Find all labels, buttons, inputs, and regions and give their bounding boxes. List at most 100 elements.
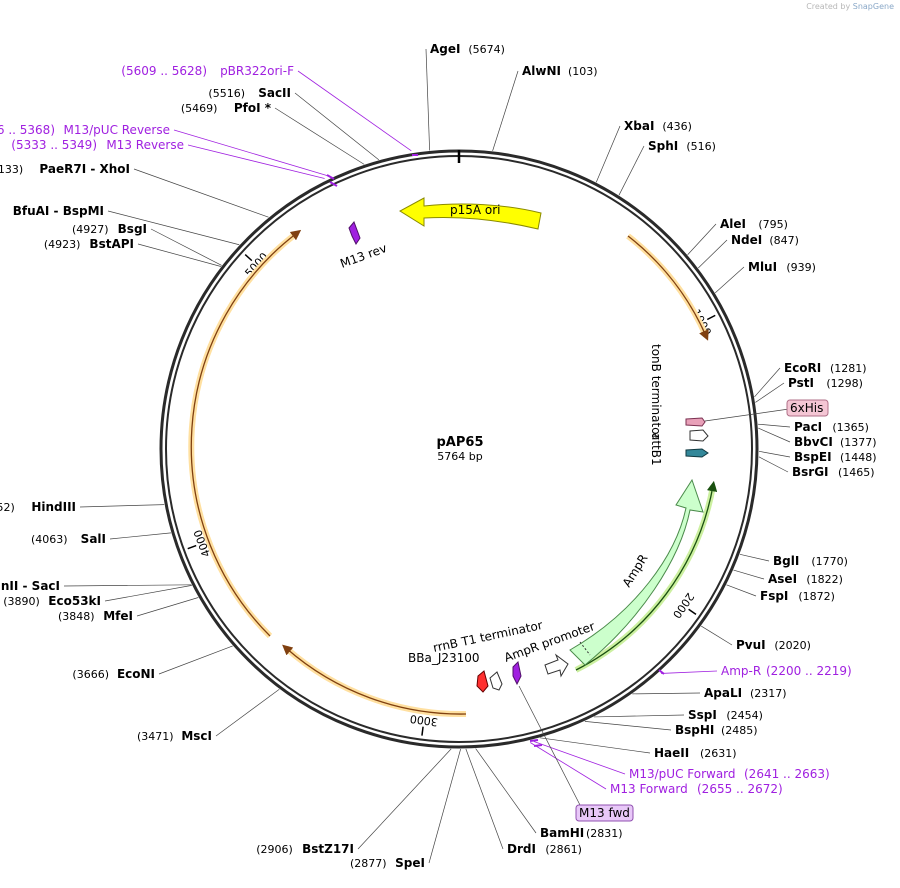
- 6xhis-label-box: [786, 399, 829, 417]
- primer-range: (2641 .. 2663): [744, 767, 830, 781]
- site-label: EcoRI(1281): [784, 361, 867, 375]
- site-label: DrdI (2861): [507, 842, 582, 856]
- leader-6: [714, 266, 745, 294]
- site-position: (1872): [798, 590, 835, 603]
- primer-mark-m13-puc-reverse: [326, 174, 335, 180]
- site-label: HaeII (2631): [654, 746, 737, 760]
- site-position: (436): [662, 120, 692, 133]
- site-label: FspI (1872): [760, 589, 835, 603]
- site-name: XbaI: [624, 119, 654, 133]
- site-name: PvuI: [736, 638, 766, 652]
- site-position: (3471): [137, 730, 174, 743]
- site-name: MfeI: [103, 609, 133, 623]
- primer-mark-m13-fwd: [533, 744, 543, 747]
- leader-2: [595, 125, 621, 183]
- site-position: (2020): [774, 639, 811, 652]
- site-labels: AgeI(5674)AlwNI(103)XbaI(436)SphI(516)Al…: [0, 42, 877, 870]
- primer-label: M13 Forward(2655 .. 2672): [610, 782, 783, 796]
- site-name: BglI: [773, 554, 799, 568]
- site-position: (1281): [830, 362, 867, 375]
- primer-name: M13/pUC Forward: [629, 767, 736, 781]
- site-position: (2861): [545, 843, 582, 856]
- primer-name: M13/pUC Reverse: [64, 123, 171, 137]
- leader-13: [739, 553, 770, 562]
- site-label: EcoNI(3666): [72, 667, 155, 681]
- site-name: BfuAI - BspMI: [13, 204, 104, 218]
- leader-9: [757, 423, 791, 428]
- site-name: BsgI: [118, 222, 147, 236]
- orf-arcs: [188, 229, 718, 718]
- site-name: SspI: [688, 708, 717, 722]
- site-position: (2831): [586, 827, 623, 840]
- feature-ampr-promoter: [544, 653, 569, 678]
- site-label: MscI (3471): [137, 729, 212, 743]
- primer-range: (2200 .. 2219): [766, 664, 852, 678]
- site-name: MluI: [748, 260, 777, 274]
- site-name: FspI: [760, 589, 788, 603]
- site-label: Eco53kI(3890): [3, 594, 101, 608]
- site-position: (516): [686, 140, 716, 153]
- feature-ampr-divider: [579, 641, 591, 656]
- site-position: (103): [568, 65, 598, 78]
- primer-label: M13/pUC Reverse(5346 .. 5368): [0, 123, 170, 137]
- site-position: (1377): [840, 436, 877, 449]
- leader-37: [294, 92, 380, 161]
- site-position: (795): [758, 218, 788, 231]
- feature-bba-label: BBa_J23100: [408, 651, 480, 665]
- site-name: HaeII: [654, 746, 689, 760]
- site-name: PfoI *: [234, 101, 272, 115]
- feature-rrnb-terminator: [489, 671, 503, 691]
- primer-label: Amp-R (2200 .. 2219): [721, 664, 852, 678]
- tick-label: 3000: [409, 712, 438, 728]
- feature-m13-fwd-marker: [512, 660, 522, 686]
- site-position: (2877): [350, 857, 387, 870]
- site-label: HindIII(4152): [0, 500, 76, 514]
- m13-fwd-leader: [518, 685, 581, 806]
- site-name: BanII - SacI: [0, 579, 60, 593]
- snapgene-logo-text: SnapGene: [852, 2, 894, 11]
- snapgene-credit: Created by SnapGene: [806, 2, 894, 11]
- primer-mark-m13-puc-fwd: [529, 739, 539, 742]
- feature-tonb-terminator: [689, 429, 709, 442]
- site-label: BamHI(2831): [540, 826, 623, 840]
- site-name: DrdI: [507, 842, 536, 856]
- site-label: PvuI (2020): [736, 638, 811, 652]
- site-label: BspEI(1448): [794, 450, 877, 464]
- site-label: AgeI(5674): [430, 42, 505, 56]
- primer-range: (5333 .. 5349): [11, 138, 97, 152]
- site-position: (5516): [208, 87, 245, 100]
- site-label: BspHI(2485): [675, 723, 758, 737]
- leader-29: [63, 584, 192, 587]
- site-position: (2906): [256, 843, 293, 856]
- primer-name: Amp-R: [721, 664, 761, 678]
- plasmid-name: pAP65: [437, 435, 484, 450]
- site-label: SalI(4063): [31, 532, 106, 546]
- m13-fwd-label: M13 fwd: [579, 806, 630, 820]
- leader-19: [584, 720, 672, 731]
- leader-26: [158, 645, 233, 675]
- site-label: BsrGI(1465): [792, 465, 875, 479]
- site-label: BsgI (4927): [72, 222, 147, 236]
- primer-label: M13 Reverse (5333 .. 5349): [11, 138, 184, 152]
- site-label: AseI(1822): [768, 572, 843, 586]
- leader-32: [137, 243, 222, 267]
- leader-1: [492, 70, 519, 151]
- site-label: PfoI *(5469): [181, 101, 272, 115]
- site-name: SalI: [81, 532, 106, 546]
- site-label: BbvCI(1377): [794, 435, 877, 449]
- site-label: SphI (516): [648, 139, 716, 153]
- site-name: SphI: [648, 139, 678, 153]
- site-position: (2631): [700, 747, 737, 760]
- site-position: (1365): [832, 421, 869, 434]
- site-name: AleI: [720, 217, 746, 231]
- site-name: ApaLI: [704, 686, 742, 700]
- site-name: MscI: [181, 729, 212, 743]
- leader-30: [109, 532, 172, 540]
- leader-15: [726, 584, 757, 597]
- leader-36: [274, 107, 365, 165]
- site-position: (1448): [840, 451, 877, 464]
- site-position: (4927): [72, 223, 109, 236]
- site-position: (2317): [750, 687, 787, 700]
- primer-name: M13 Reverse: [106, 138, 184, 152]
